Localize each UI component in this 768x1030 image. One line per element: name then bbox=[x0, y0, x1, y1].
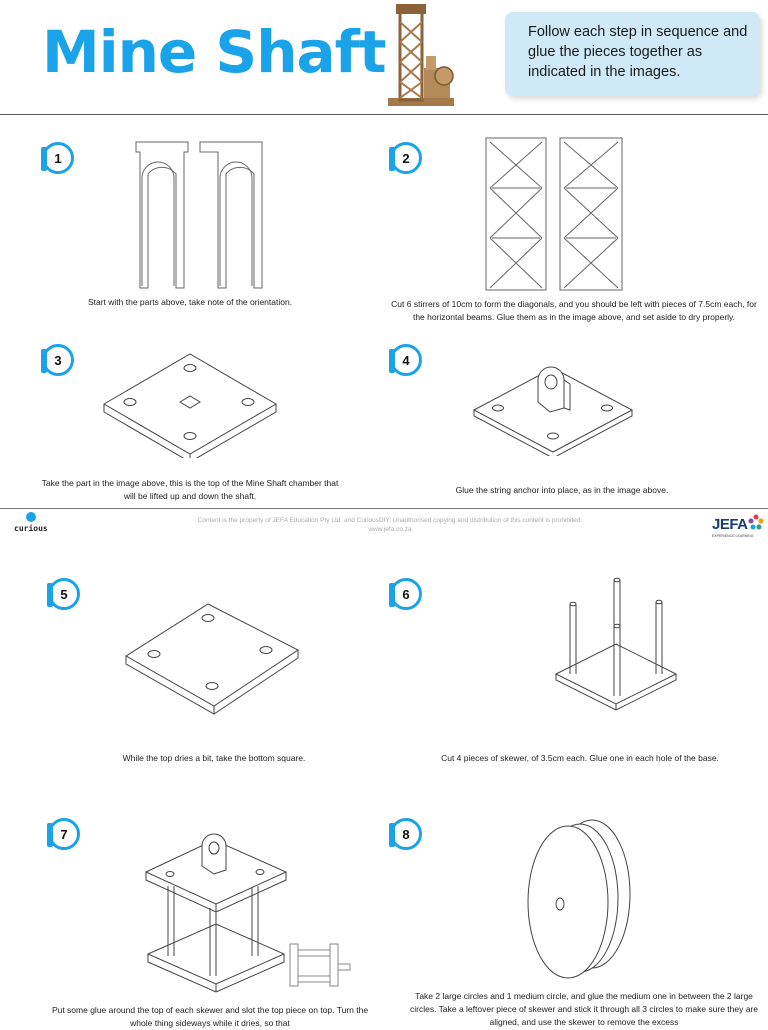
instruction-note: Follow each step in sequence and glue th… bbox=[505, 12, 760, 96]
jefa-tagline: EXPERIENCE LEARNING bbox=[712, 534, 754, 538]
curious-logo: curious bbox=[14, 512, 50, 542]
step-1-caption: Start with the parts above, take note of… bbox=[87, 297, 293, 307]
instruction-note-text: Follow each step in sequence and glue th… bbox=[528, 24, 748, 80]
step-3-figure bbox=[103, 353, 277, 458]
step-8-number: 8 bbox=[402, 826, 410, 842]
page-title: Mine Shaft bbox=[42, 18, 387, 86]
step-6-number: 6 bbox=[402, 586, 410, 602]
header-divider bbox=[0, 114, 768, 115]
step-7-figure bbox=[144, 833, 288, 993]
step-6-caption: Cut 4 pieces of skewer, of 3.5cm each. G… bbox=[441, 753, 719, 763]
step-2-figure bbox=[485, 137, 623, 291]
jefa-logo-text: JEFA bbox=[712, 516, 748, 533]
step-5-number: 5 bbox=[60, 586, 68, 602]
step-3-caption: Take the part in the image above, this i… bbox=[41, 478, 339, 501]
copyright-line: Content is the property of JEFA Educatio… bbox=[197, 517, 583, 524]
curious-logo-text: curious bbox=[14, 524, 48, 533]
copyright-notice: Content is the property of JEFA Educatio… bbox=[140, 516, 640, 534]
step-3-number: 3 bbox=[54, 352, 62, 368]
step-8-badge: 8 bbox=[389, 818, 422, 850]
step-5-badge: 5 bbox=[47, 578, 80, 610]
website-line: www.jefa.co.za bbox=[368, 526, 412, 533]
step-8-figure bbox=[527, 819, 631, 979]
step-6-badge: 6 bbox=[389, 578, 422, 610]
step-2-number: 2 bbox=[402, 150, 410, 166]
curious-logo-mark bbox=[26, 512, 36, 522]
step-4-number: 4 bbox=[402, 352, 410, 368]
step-5-caption: While the top dries a bit, take the bott… bbox=[122, 753, 306, 763]
step-2-caption: Cut 6 stirrers of 10cm to form the diago… bbox=[391, 299, 757, 322]
step-2-badge: 2 bbox=[389, 142, 422, 174]
step-7-number: 7 bbox=[60, 826, 68, 842]
jefa-star-icon bbox=[748, 514, 764, 530]
step-5-figure bbox=[125, 603, 299, 715]
step-1-figure bbox=[135, 141, 263, 289]
step-7-badge: 7 bbox=[47, 818, 80, 850]
step-7-caption: Put some glue around the top of each ske… bbox=[51, 1005, 369, 1028]
step-3-badge: 3 bbox=[41, 344, 74, 376]
step-4-caption: Glue the string anchor into place, as in… bbox=[455, 485, 669, 495]
mine-shaft-model-photo bbox=[388, 4, 454, 106]
step-7-side-figure bbox=[289, 943, 351, 987]
jefa-logo: JEFA EXPERIENCE LEARNING bbox=[712, 512, 766, 542]
step-4-badge: 4 bbox=[389, 344, 422, 376]
step-1-badge: 1 bbox=[41, 142, 74, 174]
step-4-figure bbox=[472, 366, 634, 456]
step-8-caption: Take 2 large circles and 1 medium circle… bbox=[409, 991, 759, 1027]
page-divider bbox=[0, 508, 768, 509]
step-1-number: 1 bbox=[54, 150, 62, 166]
step-6-figure bbox=[554, 577, 678, 711]
